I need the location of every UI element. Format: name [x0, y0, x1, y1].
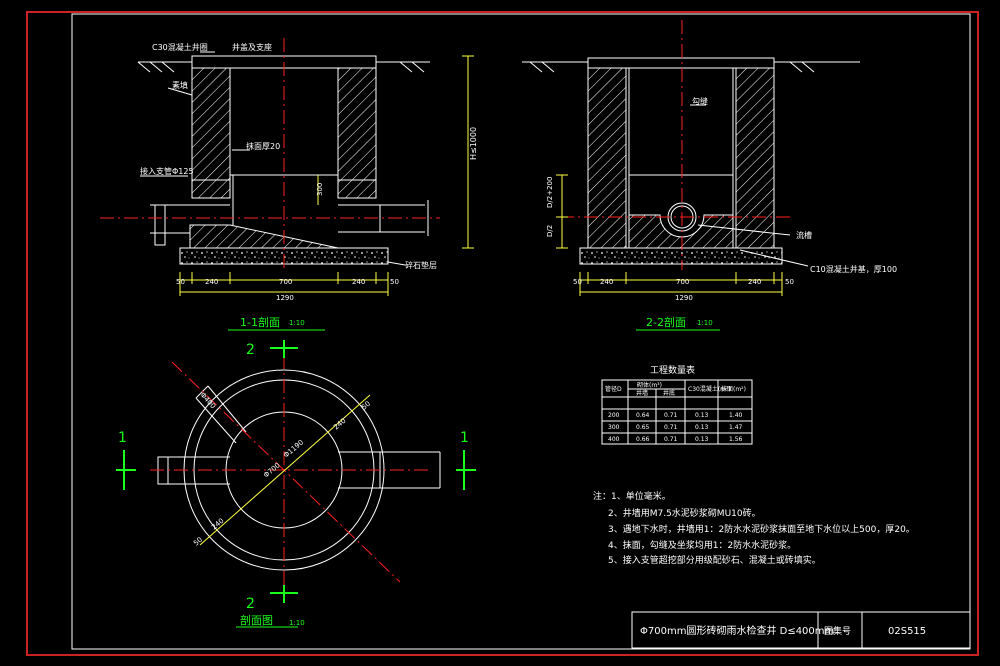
dim-depth-b: D/2 — [546, 225, 554, 237]
table-cell: 0.13 — [695, 424, 709, 431]
table-cell: 0.71 — [664, 424, 678, 431]
table-cell: 0.71 — [664, 412, 678, 419]
dim2-total: 1290 — [675, 294, 693, 302]
table-cell: 0.65 — [636, 424, 650, 431]
table-cell: 0.13 — [695, 412, 709, 419]
table-header-c30: C30混凝土(m³) — [688, 385, 731, 393]
dim2-edge-left: 50 — [573, 278, 582, 286]
notes: 注：1、单位毫米。 2、井墙用M7.5水泥砂浆砌MU10砖。 3、遇地下水时，井… — [593, 490, 915, 566]
label-backfill: 素填 — [172, 80, 188, 90]
dim-r240: 240 — [332, 417, 347, 432]
dim2-inner: 700 — [676, 278, 689, 286]
note-line-4: 4、抹面，勾缝及坐浆均用1：2防水水泥砂浆。 — [608, 539, 796, 551]
dim2-edge-right: 50 — [785, 278, 794, 286]
dim-edge-right: 50 — [390, 278, 399, 286]
dim-total: 1290 — [276, 294, 294, 302]
label-cover: 井盖及支座 — [232, 42, 272, 52]
dim-wall-right: 240 — [352, 278, 365, 286]
plan-scale: 1:10 — [289, 619, 305, 627]
table-cell: 1.40 — [729, 412, 743, 419]
section-1-1-scale: 1:10 — [289, 319, 305, 327]
label-concrete-ring: C30混凝土井圈 — [152, 42, 208, 52]
section-1-1-title: 1-1剖面 — [240, 315, 280, 329]
section-mark-1-left: 1 — [118, 430, 127, 446]
dim-depth-a: D/2+200 — [546, 177, 554, 208]
section-mark-2-top: 2 — [246, 342, 255, 358]
section-2-2 — [522, 20, 860, 296]
label-pipe: 接入支管Φ125 — [140, 166, 194, 176]
section-1-1 — [100, 38, 474, 296]
table-cell: 0.71 — [664, 436, 678, 443]
section-mark-1-right: 1 — [460, 430, 469, 446]
dim-pipe-drop: 300 — [316, 183, 324, 196]
atlas-label: 图集号 — [824, 625, 851, 637]
drawing-title: Φ700mm圆形砖砌雨水检查井 D≤400mm — [640, 624, 834, 637]
dim2-wall-left: 240 — [600, 278, 613, 286]
section-mark-2-bottom: 2 — [246, 596, 255, 612]
dim-edge-left: 50 — [176, 278, 185, 286]
dim-d1190: Φ1190 — [282, 438, 305, 459]
note-line-5: 5、接入支管超挖部分用级配砂石、混凝土或砖填实。 — [608, 554, 821, 566]
plan-title: 剖面图 — [240, 613, 273, 627]
note-line-1: 注：1、单位毫米。 — [593, 490, 671, 502]
dim-height: H≤1000 — [469, 127, 478, 160]
dim-r50: 50 — [360, 400, 372, 412]
section-2-2-scale: 1:10 — [697, 319, 713, 327]
table-header-masonry: 砌体(m³) — [637, 381, 662, 389]
label-outlet: 流槽 — [796, 230, 812, 240]
table-cell: 400 — [608, 436, 620, 443]
table-cell: 300 — [608, 424, 620, 431]
outer-frame — [26, 11, 979, 656]
label-ladder: 勾缝 — [692, 96, 708, 106]
atlas-number: 02S515 — [888, 626, 926, 637]
table-title: 工程数量表 — [650, 364, 695, 376]
label-plaster: 抹面厚20 — [246, 141, 280, 151]
plan-view — [116, 340, 476, 603]
section-2-2-title: 2-2剖面 — [646, 315, 686, 329]
table-cell: 1.47 — [729, 424, 743, 431]
table-sub-floor: 井底 — [663, 389, 675, 397]
dim2-wall-right: 240 — [748, 278, 761, 286]
table-cell: 0.13 — [695, 436, 709, 443]
title-block: Φ700mm圆形砖砌雨水检查井 D≤400mm 图集号 02S515 — [631, 611, 971, 649]
table-cell: 1.56 — [729, 436, 743, 443]
quantity-table: 工程数量表 管径D 砌体(m³) C30混凝土(m³) 抹面(m²) 井墙 井底… — [601, 364, 753, 445]
section-1-1-text: C30混凝土井圈 井盖及支座 素填 抹面厚20 接入支管Φ125 碎石垫层 H≤… — [140, 42, 478, 331]
table-cell: 200 — [608, 412, 620, 419]
dim-r240b: 240 — [210, 517, 225, 532]
note-line-3: 3、遇地下水时，井墙用1：2防水水泥砂浆抹面至地下水位以上500，厚20。 — [608, 523, 915, 535]
inner-frame — [71, 13, 971, 650]
table-header-d: 管径D — [605, 385, 622, 393]
label-base: 碎石垫层 — [405, 260, 437, 270]
section-2-2-text: 勾缝 流槽 C10混凝土井基，厚100 D/2+200 D/2 50 240 7… — [546, 96, 897, 331]
table-cell: 0.64 — [636, 412, 650, 419]
table-header-plaster: 抹面(m²) — [721, 385, 746, 393]
dim-wall-left: 240 — [205, 278, 218, 286]
table-cell: 0.66 — [636, 436, 650, 443]
note-line-2: 2、井墙用M7.5水泥砂浆砌MU10砖。 — [608, 507, 761, 519]
dim-r50b: 50 — [192, 536, 204, 548]
label-c10-base: C10混凝土井基，厚100 — [810, 264, 897, 274]
table-sub-wall: 井墙 — [636, 389, 648, 397]
dim-inner: 700 — [279, 278, 292, 286]
